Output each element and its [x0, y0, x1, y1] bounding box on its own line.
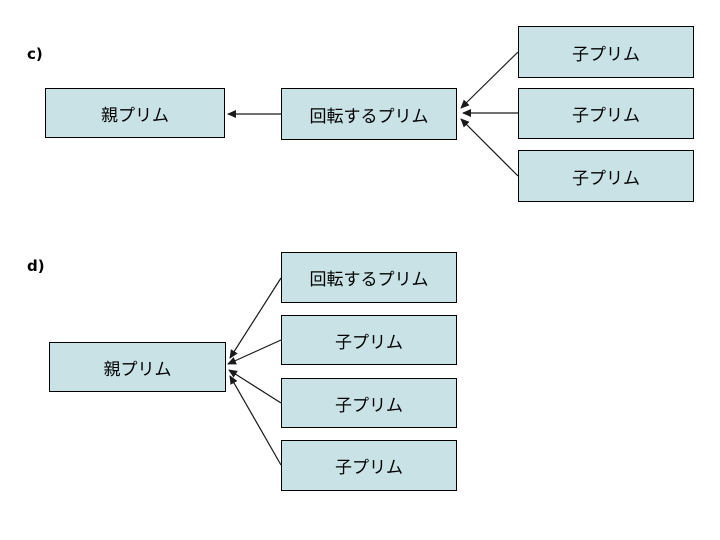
box-c-rotating-prim: 回転するプリム: [281, 88, 457, 140]
box-c-parent-prim-label: 親プリム: [101, 105, 169, 126]
arrow-c-child3-to-rotating: [460, 118, 519, 177]
box-c-child-prim-3: 子プリム: [518, 150, 694, 202]
box-d-rotating-prim-label: 回転するプリム: [309, 270, 429, 290]
box-d-parent-prim-label: 親プリム: [103, 359, 172, 380]
arrow-c-child1-to-rotating: [460, 51, 519, 109]
arrow-d-child1-to-parent: [227, 339, 282, 365]
box-c-child-prim-2: 子プリム: [518, 88, 694, 139]
section-label-c: c): [27, 45, 43, 63]
box-c-parent-prim: 親プリム: [45, 88, 225, 138]
arrow-d-child2-to-parent: [228, 369, 282, 404]
box-c-child-prim-3-label: 子プリム: [572, 168, 640, 189]
box-c-child-prim-2-label: 子プリム: [572, 106, 640, 126]
box-d-rotating-prim: 回転するプリム: [281, 252, 457, 303]
box-d-child-prim-3: 子プリム: [281, 440, 457, 491]
box-d-child-prim-2: 子プリム: [281, 378, 457, 428]
box-c-child-prim-1-label: 子プリム: [572, 44, 640, 65]
arrow-d-rotating-to-parent: [229, 277, 282, 359]
box-c-child-prim-1: 子プリム: [518, 26, 694, 78]
box-d-parent-prim: 親プリム: [49, 342, 226, 392]
section-label-d: d): [27, 257, 45, 275]
arrow-d-child3-to-parent: [229, 375, 282, 466]
box-d-child-prim-2-label: 子プリム: [335, 395, 403, 416]
box-c-rotating-prim-label: 回転するプリム: [309, 106, 429, 127]
box-d-child-prim-1: 子プリム: [281, 315, 457, 365]
box-d-child-prim-3-label: 子プリム: [335, 458, 403, 478]
box-d-child-prim-1-label: 子プリム: [335, 332, 403, 353]
